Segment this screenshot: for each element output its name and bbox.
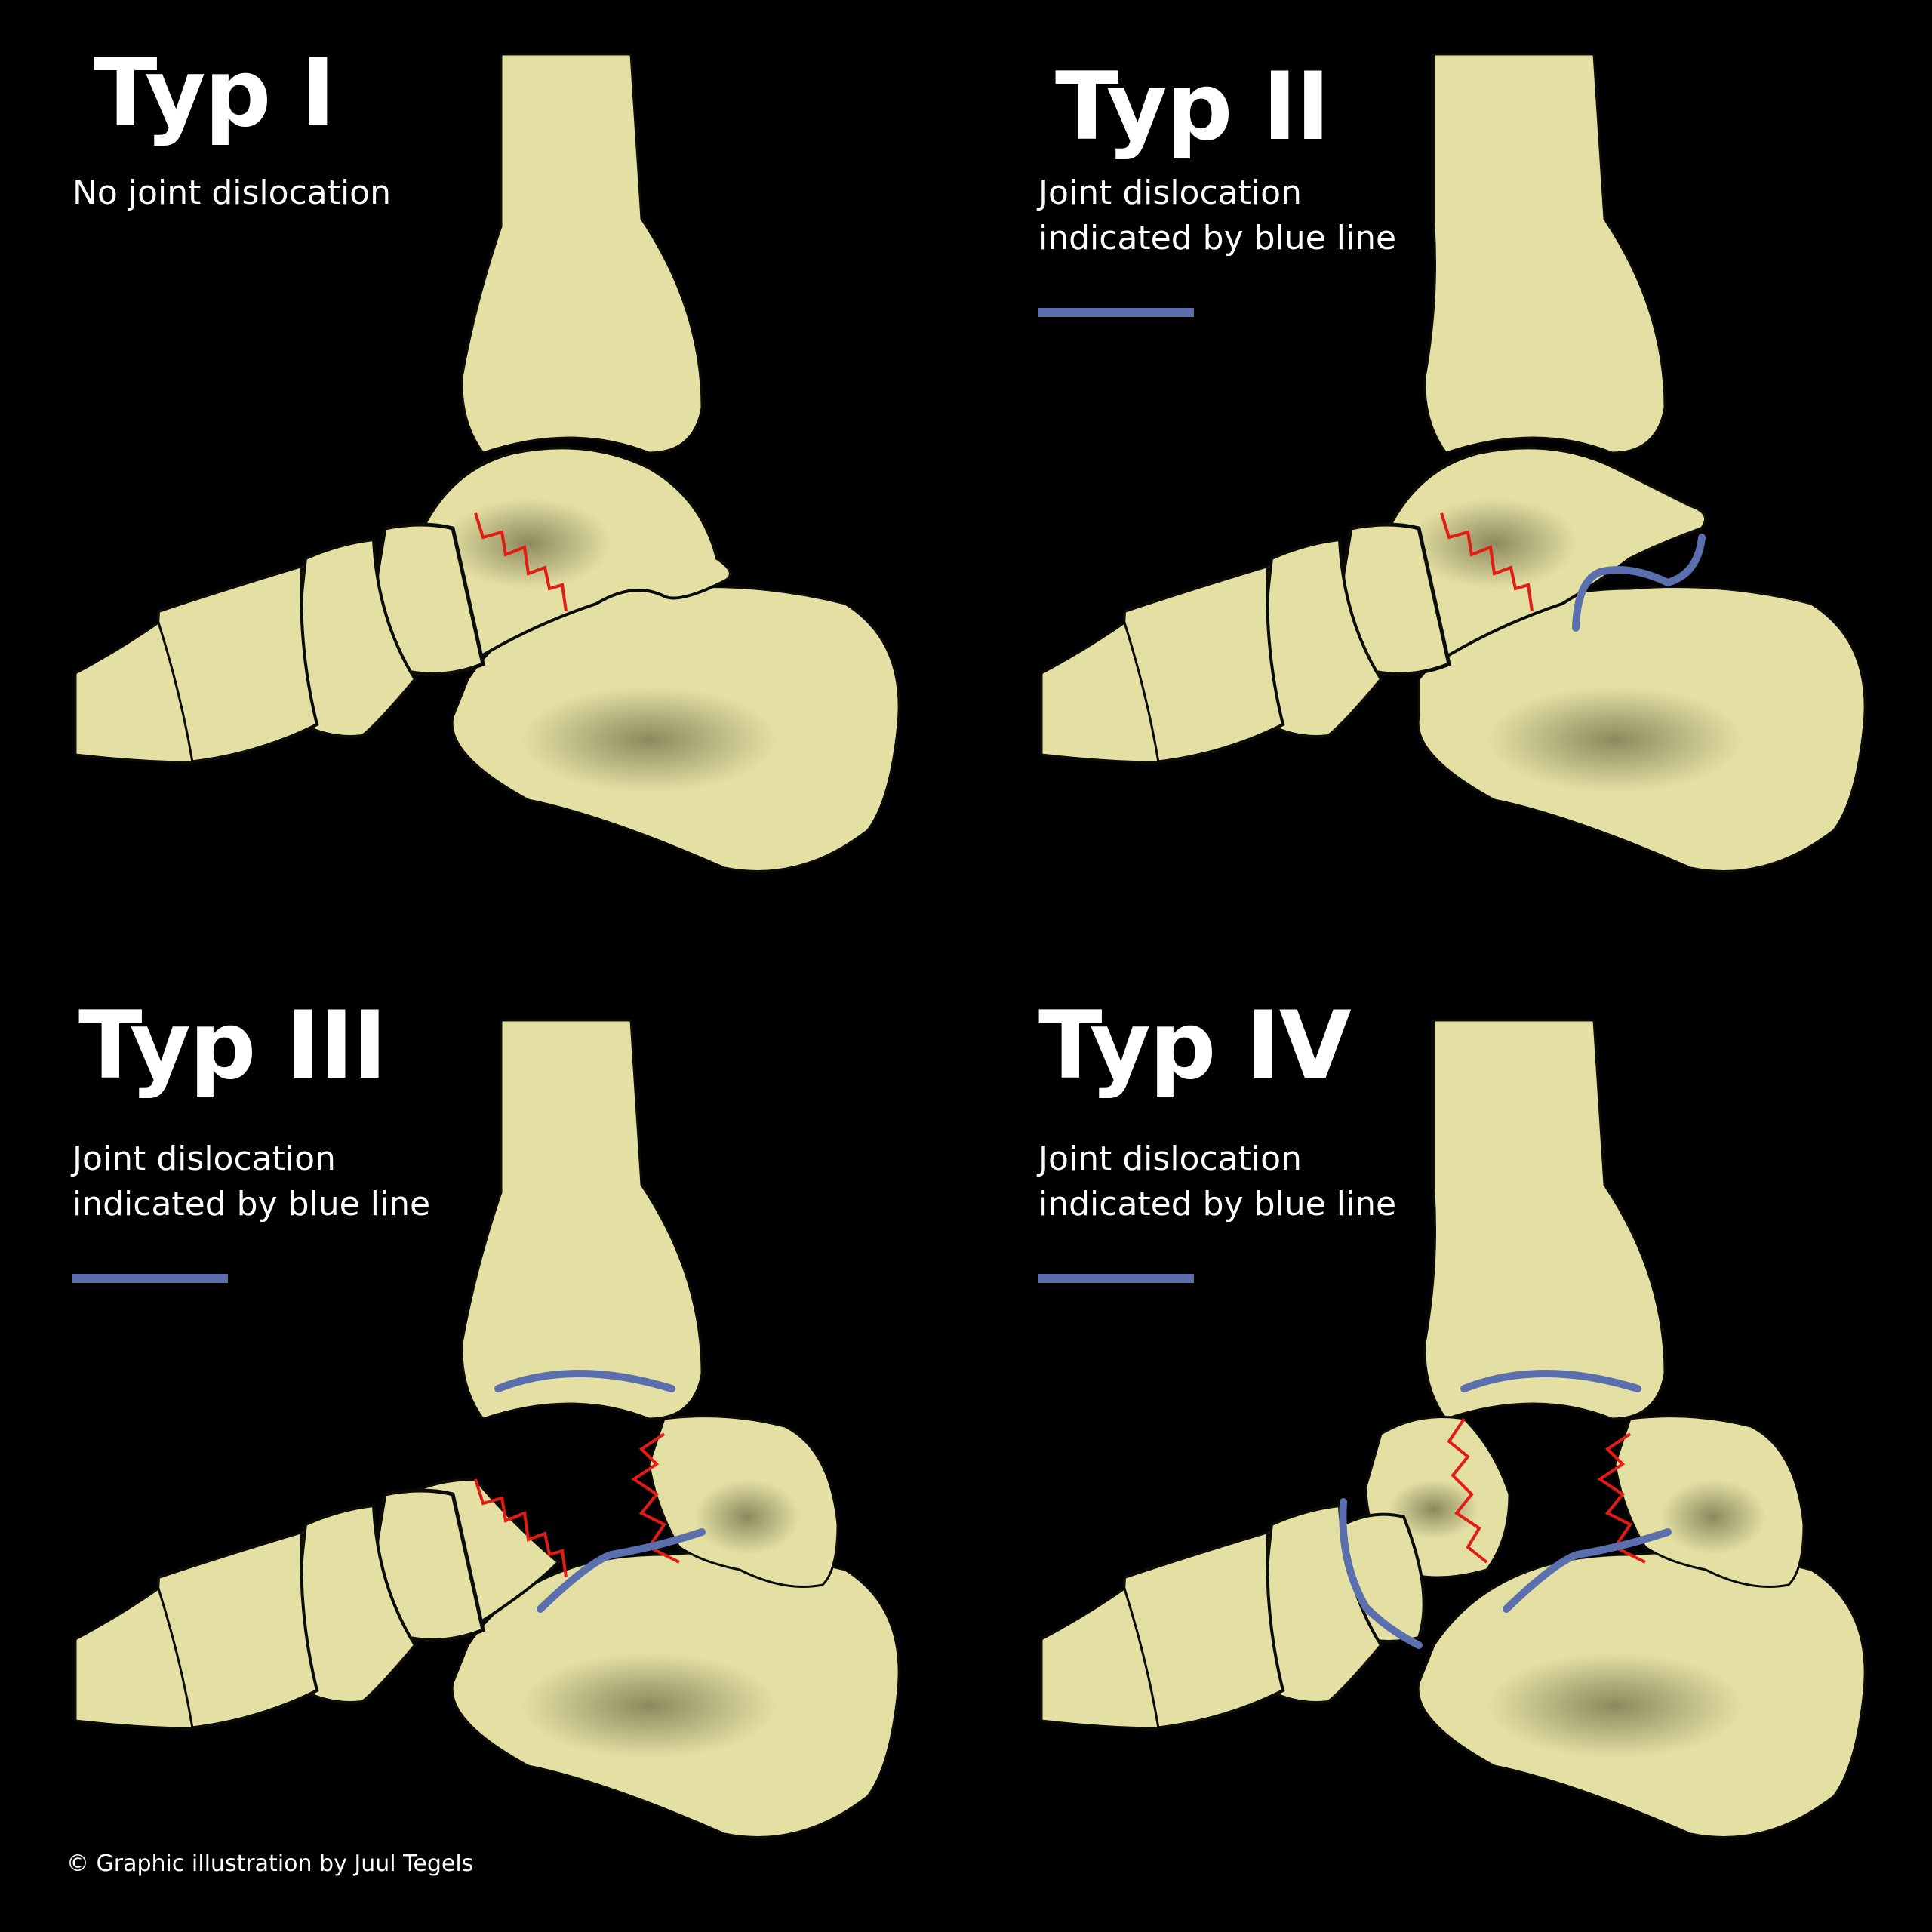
tibia-bone [460, 1019, 703, 1420]
panel-typ-3: Typ III Joint dislocation indicated by b… [0, 966, 966, 1932]
ankle-illustration [74, 1019, 900, 1838]
panel-title: Typ IV [1038, 992, 1352, 1100]
dislocation-line [1572, 534, 1706, 632]
tibia-bone [460, 53, 703, 454]
phalanx-bone [1040, 620, 1160, 764]
panel-description: Joint dislocation indicated by blue line [1038, 174, 1397, 257]
dislocation-line [1460, 1370, 1641, 1392]
fracture-line [1440, 512, 1534, 612]
phalanx-bone [1040, 1586, 1160, 1730]
ankle-illustration [1040, 1019, 1866, 1838]
dislocation-line [537, 1528, 706, 1613]
panel-typ-2: Typ II Joint dislocation indicated by bl… [966, 0, 1932, 966]
fracture-line [474, 512, 568, 612]
fracture-line [474, 1478, 568, 1578]
panel-typ-4: Typ IV Joint dislocation indicated by bl… [966, 966, 1932, 1932]
panel-typ-1: Typ I No joint dislocation [0, 0, 966, 966]
phalanx-bone [74, 1586, 194, 1730]
tibia-bone [1423, 1019, 1666, 1420]
panel-description: Joint dislocation indicated by blue line [1038, 1140, 1397, 1223]
credit-text: © Graphic illustration by Juul Tegels [66, 1850, 474, 1877]
panel-description: No joint dislocation [72, 174, 391, 212]
panel-title: Typ II [1055, 53, 1331, 162]
dislocation-legend-line [1038, 1274, 1194, 1283]
ankle-illustration [74, 53, 900, 872]
dislocation-line [1339, 1498, 1423, 1649]
panel-title: Typ III [78, 992, 387, 1100]
fracture-line [1447, 1417, 1488, 1564]
fracture-line [1597, 1432, 1646, 1564]
fracture-line [631, 1432, 680, 1564]
dislocation-legend-line [72, 1274, 228, 1283]
panel-description: Joint dislocation indicated by blue line [72, 1140, 431, 1223]
tibia-bone [1423, 53, 1666, 454]
phalanx-bone [74, 620, 194, 764]
dislocation-legend-line [1038, 308, 1194, 317]
panel-title: Typ I [94, 39, 336, 148]
ankle-illustration [1040, 53, 1866, 872]
dislocation-line [1503, 1528, 1672, 1613]
dislocation-line [494, 1370, 675, 1392]
